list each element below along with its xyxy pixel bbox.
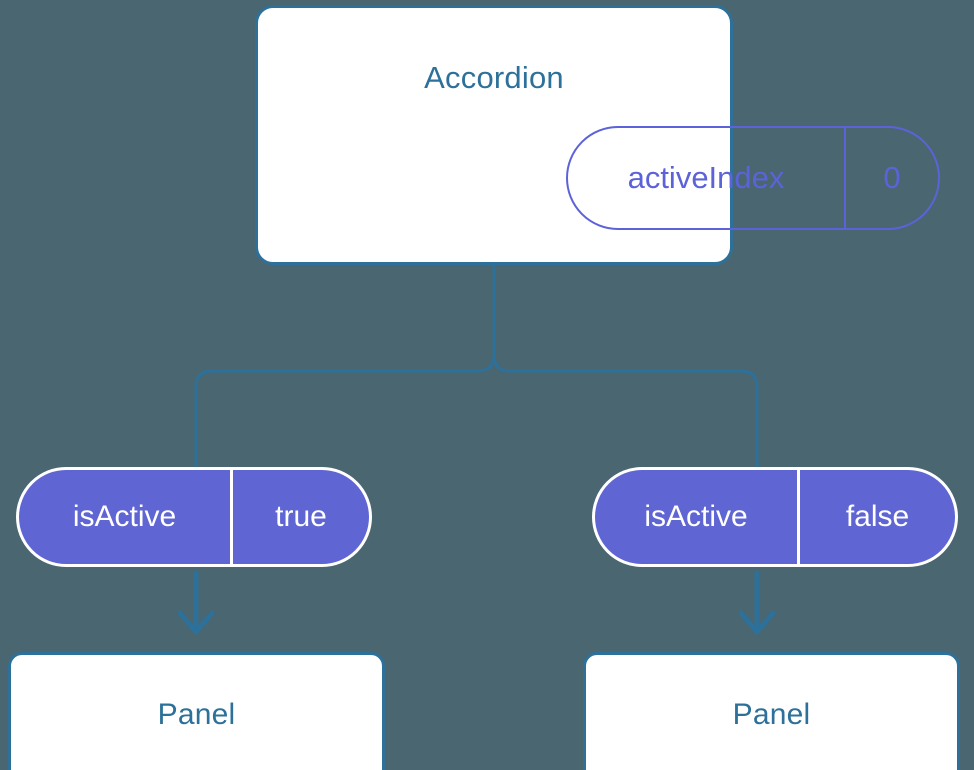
connector-line-left bbox=[194, 263, 496, 469]
arrow-head-left-icon bbox=[177, 610, 215, 635]
component-card-panel-right[interactable]: Panel bbox=[583, 652, 960, 770]
component-title: Accordion bbox=[424, 60, 564, 95]
prop-pill-right-value: false bbox=[845, 500, 910, 533]
panel-right-title: Panel bbox=[732, 698, 811, 731]
panel-left-title: Panel bbox=[157, 698, 236, 731]
prop-pill-left-value: true bbox=[275, 500, 327, 533]
component-card-accordion[interactable]: Accordion activeIndex 0 bbox=[255, 5, 940, 265]
arrow-head-right-icon bbox=[738, 610, 776, 635]
prop-pill-left[interactable]: isActive true bbox=[16, 467, 372, 567]
component-card-panel-left[interactable]: Panel bbox=[8, 652, 385, 770]
connector-line-right bbox=[492, 263, 759, 469]
prop-pill-right[interactable]: isActive false bbox=[592, 467, 958, 567]
state-pill-key: activeIndex bbox=[568, 128, 846, 228]
state-pill-activeindex[interactable]: activeIndex 0 bbox=[566, 126, 940, 230]
state-pill-value: 0 bbox=[883, 160, 901, 195]
prop-pill-left-key: isActive bbox=[19, 470, 233, 564]
prop-pill-right-key: isActive bbox=[595, 470, 800, 564]
